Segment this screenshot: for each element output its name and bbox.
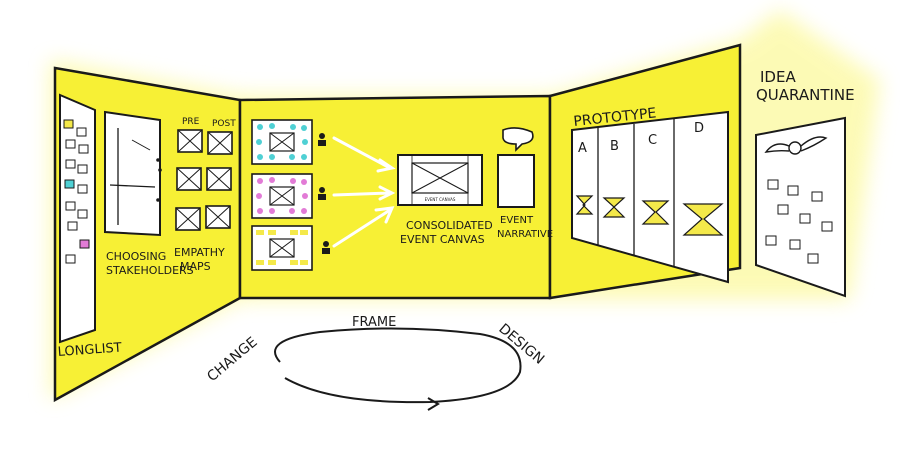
winged-idea-icon: [764, 136, 828, 155]
empathy-maps: [175, 129, 233, 231]
cycle-frame: FRAME: [352, 315, 396, 330]
narrative-label-1: EVENT: [500, 215, 534, 226]
quarantine-title-1: IDEA: [760, 68, 796, 86]
hourglass-icon: [682, 203, 724, 236]
stakeholders-label-1: CHOOSING: [106, 250, 166, 263]
person-icon: [318, 133, 330, 254]
sticky-note: [65, 139, 76, 149]
sticky-note: [79, 239, 90, 249]
canvas-pink: [251, 173, 313, 219]
longlist-label: LONGLIST: [57, 341, 122, 360]
sticky-note: [63, 119, 74, 129]
canvas-yellow: [251, 225, 313, 271]
sticky-note: [65, 201, 76, 211]
empathy-label-1: EMPATHY: [174, 246, 225, 259]
column-c: C: [648, 133, 657, 148]
canvas-cyan: [251, 119, 313, 165]
event-narrative: [497, 127, 535, 208]
hourglass-icon: [575, 195, 594, 215]
column-d: D: [694, 121, 704, 136]
column-b: B: [610, 139, 619, 154]
column-a: A: [578, 141, 587, 156]
cycle-design: DESIGN: [495, 321, 547, 368]
hourglass-icon: [602, 197, 626, 218]
sticky-note: [64, 179, 75, 189]
sticky-note: [76, 127, 87, 137]
canvas-label-1: CONSOLIDATED: [406, 219, 493, 232]
cycle-change: CHANGE: [204, 334, 260, 385]
post-label: POST: [212, 119, 236, 129]
narrative-label-2: NARRATIVE: [497, 229, 553, 240]
sticky-note: [77, 209, 88, 219]
sticky-note: [78, 144, 89, 154]
sticky-note: [67, 221, 78, 231]
longlist-board: [59, 93, 96, 344]
sticky-note: [77, 164, 88, 174]
quarantine-board: [755, 116, 846, 298]
hourglass-icon: [641, 200, 670, 225]
quarantine-notes: [765, 179, 833, 264]
empathy-label-2: MAPS: [180, 260, 211, 273]
canvas-label-2: EVENT CANVAS: [400, 233, 485, 246]
quarantine-title-2: QUARANTINE: [756, 86, 855, 104]
stakeholder-board: [104, 110, 162, 237]
consolidated-canvas: EVENT CANVAS: [397, 154, 483, 206]
sticky-note: [65, 254, 76, 264]
center-wall: EVENT CANVAS: [238, 94, 552, 300]
sticky-note: [65, 159, 76, 169]
prototype-board: [571, 110, 729, 284]
sticky-note: [77, 184, 88, 194]
cycle-arrow: [274, 327, 522, 411]
stakeholders-label-2: STAKEHOLDERS: [106, 264, 194, 277]
pre-label: PRE: [182, 117, 200, 127]
arrows: [332, 136, 396, 248]
right-wall: [548, 43, 742, 300]
canvas-inner-text: EVENT CANVAS: [425, 197, 456, 202]
left-wall: [53, 66, 242, 403]
